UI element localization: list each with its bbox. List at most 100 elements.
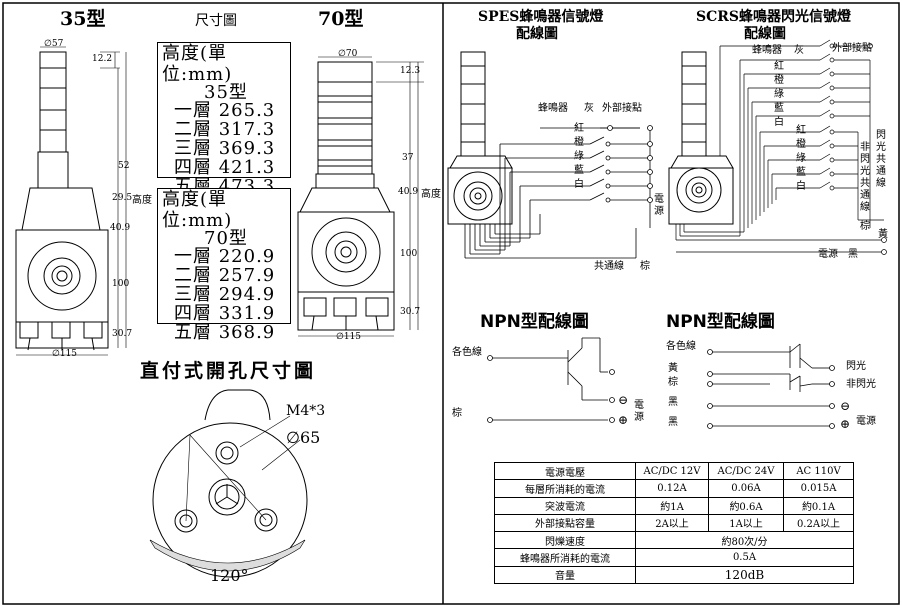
scrs-color-top: 紅 [774,61,784,72]
npn2-title: NPN型配線圖 [666,312,775,332]
scrs-color-top: 白 [774,117,784,128]
dim-35-d57: ∅57 [44,39,64,49]
scrs-power: 電源 [818,249,838,260]
spes-wiring-diagram [447,51,653,259]
hole-d65: ∅65 [286,428,321,447]
height-row: 二層 257.9 [174,265,276,286]
height-table-35-model: 35型 [204,82,248,103]
height-table-35-head: 高度(單位:mm) [162,43,233,85]
scrs-nonflash-common: 非閃光共通線 [860,142,870,213]
height-row: 一層 265.3 [174,100,276,121]
spec-cell: 蜂鳴器所消耗的電流 [494,548,636,567]
dim-70-d70: ∅70 [338,49,358,59]
table-row: 外部接點容量 2A以上 1A以上 0.2A以上 [494,513,854,533]
npn2-black2: 黑 [668,417,678,428]
height-table-70: 高度(單位:mm) 70型 一層 220.9 二層 257.9 三層 294.9… [157,188,291,342]
tower-70-drawing [297,56,424,337]
table-row: 閃爍速度 約80次/分 [494,531,854,550]
height-table-70-model: 70型 [204,228,248,249]
scrs-color-top: 橙 [774,75,784,86]
dim-35-t12: 12.2 [92,54,113,64]
dim-70-37: 37 [402,153,414,163]
dim-70-30: 30.7 [400,307,421,317]
dim-70-40: 40.9 [398,187,419,197]
dim-35-30: 30.7 [112,329,133,339]
height-row: 二層 317.3 [174,119,276,140]
height-row: 五層 368.9 [174,322,276,343]
spec-header-cell: AC/DC 24V [708,461,784,481]
spec-cell: 約80次/分 [635,531,854,550]
title-size: 尺寸圖 [195,13,237,29]
dim-35-29: 29.5 [112,193,133,203]
npn1-plus: ⊕ [618,413,629,427]
mounting-hole-drawing [149,389,308,578]
height-table-70-head: 高度(單位:mm) [162,189,233,231]
scrs-brown: 棕 [860,221,870,232]
npn1-brown: 棕 [452,408,462,419]
spec-header-cell: 電源電壓 [494,461,636,481]
height-label-35: 高度 [132,195,152,206]
spec-cell: 約0.1A [783,496,854,515]
height-table-35: 高度(單位:mm) 35型 一層 265.3 二層 317.3 三層 369.3… [157,42,291,196]
scrs-color-top: 綠 [774,89,784,100]
npn1-title: NPN型配線圖 [480,312,589,332]
spec-cell: 音量 [494,565,636,585]
spec-cell: 0.5A [635,548,854,567]
scrs-flash-common: 閃光共通線 [876,130,886,189]
npn2-power: 電源 [856,416,876,427]
spes-title-2: 配線圖 [516,26,558,42]
title-70: 70型 [318,8,364,30]
spec-cell: 外部接點容量 [494,513,636,533]
spes-buzzer: 蜂鳴器 [538,103,568,114]
spes-common: 共通線 [594,261,624,272]
hole-angle: 120° [210,566,249,585]
npn-diagram-1 [487,337,615,423]
scrs-color-mid: 橙 [796,139,806,150]
spes-color: 綠 [574,151,584,162]
spec-cell: 1A以上 [708,513,784,533]
spes-ext: 外部接點 [602,103,642,114]
spec-cell: 閃爍速度 [494,531,636,550]
scrs-wiring-diagram [668,39,887,255]
npn-diagram-2 [707,343,835,429]
dim-70-t12: 12.3 [400,66,421,76]
scrs-color-mid: 白 [796,181,806,192]
spec-cell: 120dB [635,565,854,585]
dim-35-40: 40.9 [110,223,131,233]
title-35: 35型 [60,8,106,30]
height-row: 一層 220.9 [174,246,276,267]
table-row: 突波電流 約1A 約0.6A 約0.1A [494,496,854,515]
scrs-ext: 外部接點 [832,43,872,54]
table-row: 電源電壓 AC/DC 12V AC/DC 24V AC 110V [494,461,854,481]
height-row: 四層 421.3 [174,157,276,178]
height-row: 三層 294.9 [174,284,276,305]
hole-m4: M4*3 [286,403,326,419]
npn1-minus: ⊖ [618,393,629,407]
spes-gray: 灰 [584,103,594,114]
spec-cell: 0.2A以上 [783,513,854,533]
spes-color: 藍 [574,165,584,176]
npn2-brown: 棕 [668,377,678,388]
npn2-yellow: 黃 [668,363,678,374]
table-row: 音量 120dB [494,565,854,585]
spec-cell: 突波電流 [494,496,636,515]
dim-35-100: 100 [112,279,130,289]
scrs-color-mid: 綠 [796,153,806,164]
spec-header-cell: AC 110V [783,461,854,481]
spec-cell: 0.06A [708,479,784,498]
scrs-gray: 灰 [794,45,804,56]
spec-table: 電源電壓 AC/DC 12V AC/DC 24V AC 110V 每層所消耗的電… [494,461,854,585]
spec-cell: 0.015A [783,479,854,498]
npn1-color-wire: 各色線 [452,347,482,358]
spec-cell: 2A以上 [635,513,709,533]
dim-35-52: 52 [118,161,130,171]
spes-color: 白 [574,179,584,190]
scrs-buzzer: 蜂鳴器 [752,45,782,56]
scrs-color-mid: 藍 [796,167,806,178]
height-row: 三層 369.3 [174,138,276,159]
spec-cell: 每層所消耗的電流 [494,479,636,498]
spec-header-cell: AC/DC 12V [635,461,709,481]
scrs-color-mid: 紅 [796,125,806,136]
dim-35-d115: ∅115 [52,349,78,359]
